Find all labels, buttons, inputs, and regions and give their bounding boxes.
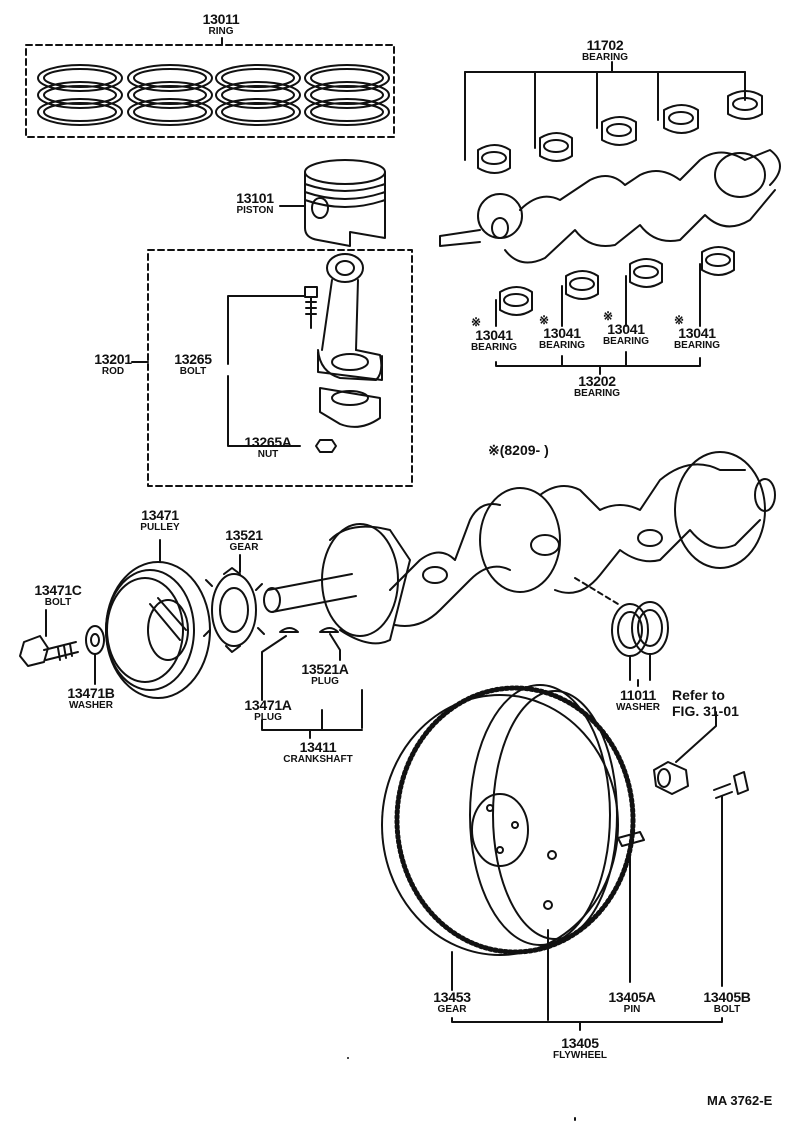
label-crankshaft: 13411 CRANKSHAFT: [283, 740, 352, 765]
part-name: PISTON: [236, 205, 274, 216]
note-mark: ※: [673, 313, 684, 327]
label-rod-bolt: 13265 BOLT: [174, 351, 212, 377]
part-number: 13453: [433, 989, 471, 1005]
part-number: 13041: [543, 325, 581, 341]
ring-set-4: [304, 64, 390, 126]
label-rod: 13201 ROD: [94, 351, 132, 377]
connecting-rod-drawing: [131, 249, 413, 487]
part-name: BOLT: [713, 1004, 741, 1015]
flywheel-drawing: [381, 684, 723, 1031]
part-number: 13011: [202, 11, 240, 27]
part-number: 13041: [678, 325, 716, 341]
label-ring: 13011 RING: [203, 12, 240, 37]
part-number: 13471C: [34, 582, 82, 598]
part-number: 13265A: [244, 434, 292, 450]
part-number: 13405: [561, 1035, 599, 1051]
crankshaft-leaders: [261, 633, 363, 739]
label-ring-gear: 13453 GEAR: [433, 989, 471, 1015]
part-number: 13471A: [244, 697, 292, 713]
part-name: PIN: [623, 1004, 641, 1015]
part-name: BEARING: [538, 340, 586, 351]
part-name: RING: [208, 26, 234, 37]
part-name: PLUG: [311, 676, 339, 687]
label-bearing-upper: 11702 BEARING: [582, 38, 628, 63]
part-name: BEARING: [602, 336, 650, 347]
label-pulley-bolt: 13471C BOLT: [34, 582, 82, 608]
part-name: WASHER: [69, 700, 113, 711]
part-number: 13411: [299, 739, 337, 755]
label-pulley-washer: 13471B WASHER: [67, 685, 115, 711]
part-number: 13201: [94, 351, 132, 367]
upper-bearings-drawing: [439, 61, 781, 264]
refer-line-2: FIG. 31-01: [672, 703, 739, 720]
flywheel-hardware-drawing: [617, 711, 749, 987]
label-plug-b: 13471A PLUG: [244, 697, 292, 723]
label-flywheel: 13405 FLYWHEEL: [553, 1036, 607, 1061]
part-name: PLUG: [254, 712, 282, 723]
part-number: 13202: [578, 373, 616, 389]
part-number: 13265: [174, 351, 212, 367]
part-name: WASHER: [616, 702, 660, 713]
part-name: FLYWHEEL: [552, 1050, 608, 1061]
part-name: PULLEY: [140, 522, 180, 533]
label-bearing-1: ※ 13041 BEARING: [471, 316, 517, 353]
part-number: 13101: [236, 190, 274, 206]
note-mark: ※: [470, 315, 481, 329]
refer-note: Refer to FIG. 31-01: [672, 687, 739, 719]
figure-code: MA 3762-E: [707, 1093, 773, 1108]
part-number: 11011: [620, 687, 656, 703]
ring-set-3: [215, 64, 301, 126]
label-bearing-3: ※ 13041 BEARING: [603, 310, 649, 347]
ring-set-2: [127, 64, 213, 126]
label-bearing-4: ※ 13041 BEARING: [674, 314, 720, 351]
part-number: 13471B: [67, 685, 115, 701]
part-name: BOLT: [179, 366, 207, 377]
part-name: ROD: [101, 366, 125, 377]
part-name: NUT: [257, 449, 279, 460]
part-number: 13405A: [608, 989, 656, 1005]
label-pulley: 13471 PULLEY: [140, 508, 179, 533]
label-piston: 13101 PISTON: [236, 190, 274, 216]
part-name: BEARING: [573, 388, 621, 399]
gear-drawing: [203, 554, 265, 653]
part-name: BEARING: [673, 340, 721, 351]
label-fw-bolt: 13405B BOLT: [703, 989, 751, 1015]
part-name: GEAR: [437, 1004, 467, 1015]
date-code-note: ※(8209- ): [488, 442, 549, 458]
label-plug-a: 13521A PLUG: [301, 661, 349, 687]
part-name: BOLT: [44, 597, 72, 608]
label-thrust-washer: 11011 WASHER: [616, 688, 660, 713]
label-rod-nut: 13265A NUT: [244, 434, 292, 460]
label-gear: 13521 GEAR: [225, 527, 263, 553]
part-number: 13521: [225, 527, 263, 543]
refer-line-1: Refer to: [672, 687, 725, 703]
crankshaft-drawing: [263, 451, 776, 687]
part-number: 13471: [141, 507, 179, 523]
label-fw-pin: 13405A PIN: [608, 989, 656, 1015]
bolt-washer-drawing: [19, 609, 105, 685]
part-number: 13521A: [301, 661, 349, 677]
piston-drawing: [279, 159, 386, 247]
piston-rings-drawing: [25, 37, 395, 138]
part-number: 13041: [607, 321, 645, 337]
lower-bearings-drawing: [495, 246, 735, 375]
part-number: 13041: [475, 327, 513, 343]
note-mark: ※: [602, 309, 613, 323]
part-name: BEARING: [470, 342, 518, 353]
label-bearing-set: 13202 BEARING: [574, 374, 620, 399]
note-mark: ※: [538, 313, 549, 327]
pulley-drawing: [105, 539, 211, 699]
part-number: 11702: [586, 37, 624, 53]
part-name: CRANKSHAFT: [283, 754, 353, 765]
ring-set-1: [37, 64, 123, 126]
part-name: GEAR: [229, 542, 259, 553]
label-bearing-2: ※ 13041 BEARING: [539, 314, 585, 351]
part-name: BEARING: [581, 52, 629, 63]
part-number: 13405B: [703, 989, 751, 1005]
